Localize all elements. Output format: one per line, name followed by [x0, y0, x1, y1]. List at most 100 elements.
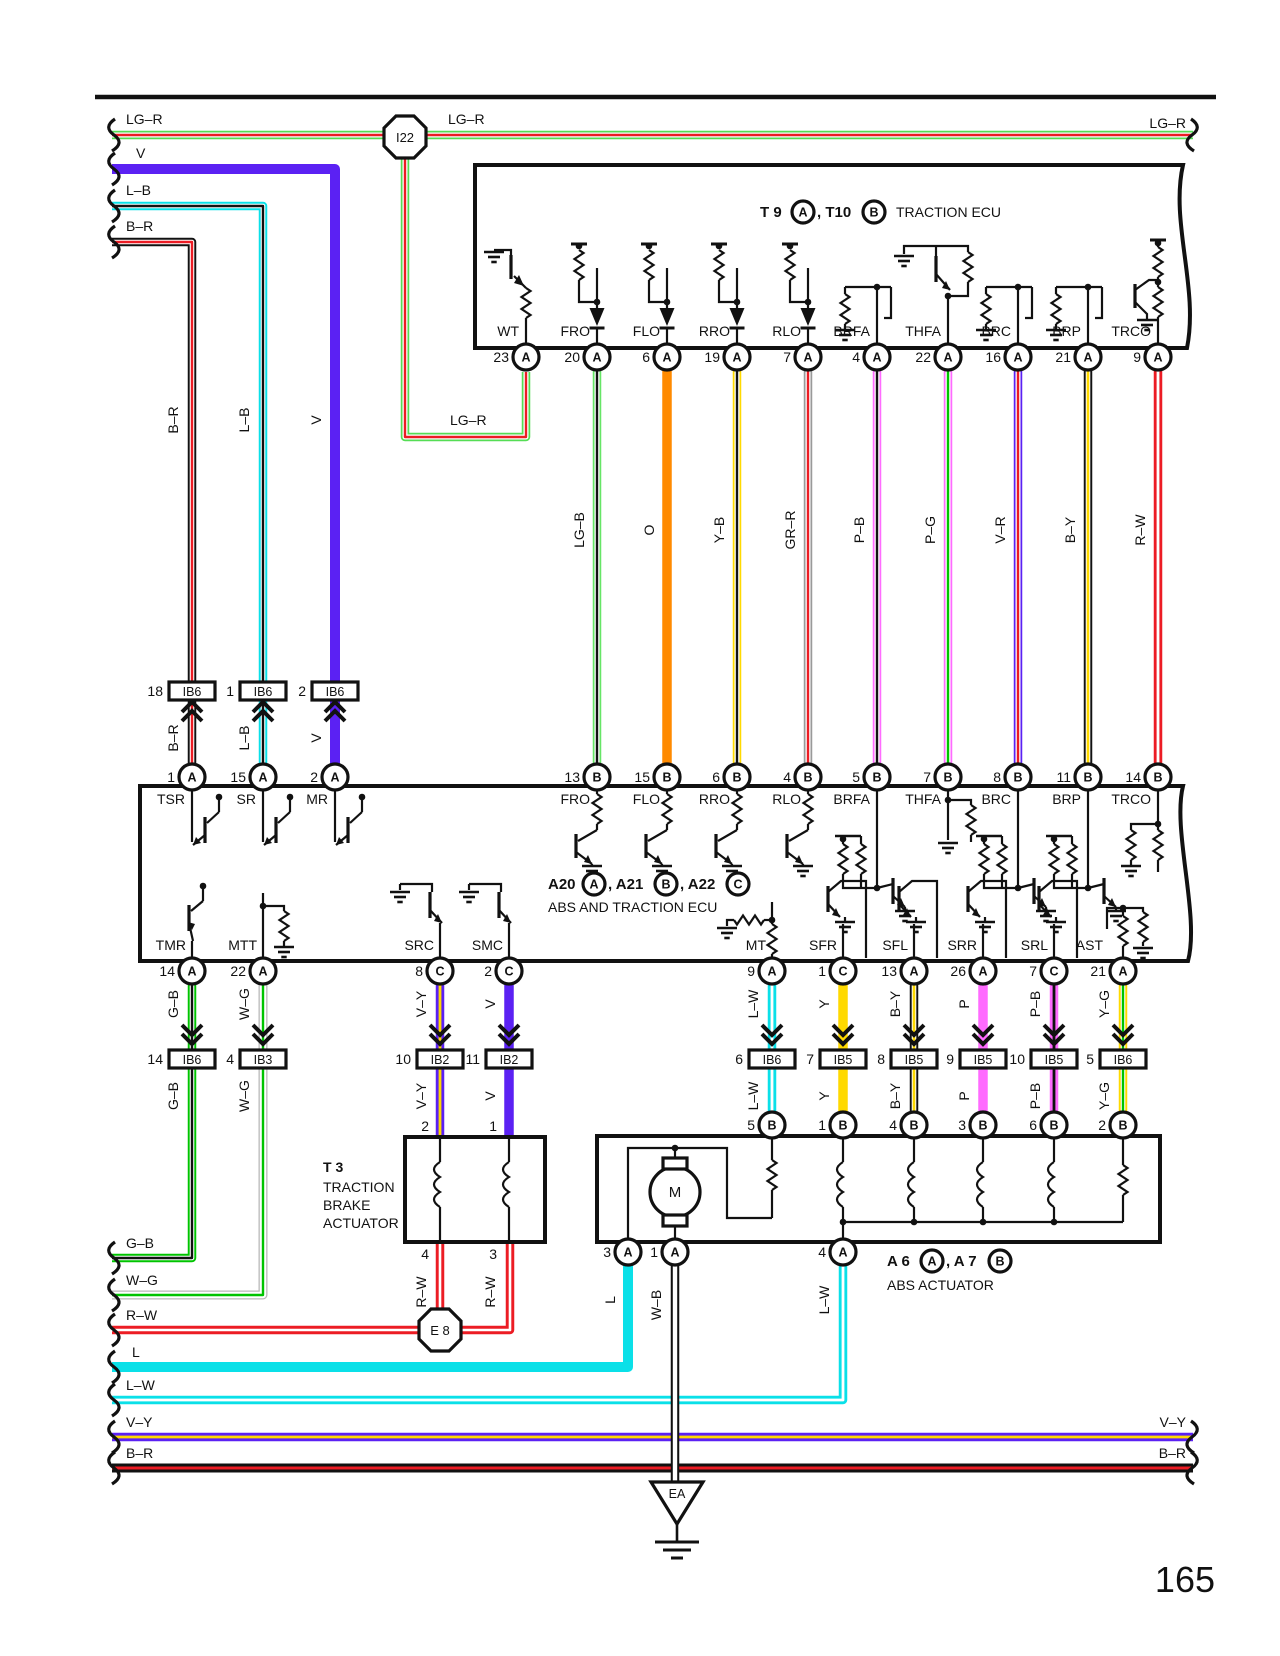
pin-number: 16	[985, 349, 1001, 365]
pin-number: 13	[881, 963, 897, 979]
pin-letter: B	[1013, 771, 1022, 785]
wire-label: B–R	[165, 724, 181, 751]
pin-letter: B	[1083, 771, 1092, 785]
connector-id: IB2	[500, 1053, 519, 1067]
wire-label: L–W	[745, 989, 761, 1019]
wire-label: Y–G	[1096, 1082, 1112, 1110]
wire-label: G–B	[126, 1235, 154, 1251]
lower-wire-labels: G–B W–G V–Y V L–W Y B–Y P P–B Y–G 14 4 1…	[147, 988, 1132, 1112]
wire-label: B–Y	[887, 1082, 903, 1109]
pin-number: 4	[818, 1244, 826, 1260]
wire-label: L–B	[236, 726, 252, 751]
lower-ecu-b-pins: 13 15 6 4 5 7 8 11 14 B B B B B B B B B …	[560, 762, 1173, 807]
pin-number: 9	[747, 963, 755, 979]
connector-number: 7	[806, 1051, 814, 1067]
wire-label: V–Y	[413, 1082, 429, 1109]
lower-ecu-bottom-pins: TMR MTT SRC SMC MT SFR SFL SRR SRL AST 1…	[156, 937, 1138, 986]
mid-wires	[597, 368, 1158, 766]
ecu-id-a22: , A22	[680, 876, 715, 893]
pin-letter: A	[1083, 351, 1092, 365]
pin-letter: A	[258, 771, 267, 785]
pin-number: 26	[950, 963, 966, 979]
lower-ecu-title: A20 A , A21 B , A22 C ABS AND TRACTION E…	[548, 871, 751, 915]
wire-label: Y	[816, 1091, 832, 1101]
pin-name: SR	[237, 791, 256, 807]
pin-name: FRO	[560, 791, 590, 807]
pin-number: 2	[1098, 1117, 1106, 1133]
connector-id: IB3	[254, 1053, 273, 1067]
pin-number: 2	[310, 769, 318, 785]
pin-letter: A	[1118, 965, 1127, 979]
pin-letter: A	[909, 965, 918, 979]
pin-letter: A	[662, 351, 671, 365]
pin-number: 15	[230, 769, 246, 785]
pin-number: 1	[818, 1117, 826, 1133]
wire-label: GR–R	[782, 511, 798, 550]
wire-label: Y–G	[1096, 990, 1112, 1018]
pin-name: RLO	[772, 323, 801, 339]
wire-label: V–Y	[413, 990, 429, 1017]
pin-number: 7	[783, 349, 791, 365]
pin-name: RRO	[699, 323, 730, 339]
ground-ea-label: EA	[669, 1487, 686, 1501]
t3-labels: T 3 TRACTION BRAKE ACTUATOR 2 1 4 3 R–W …	[323, 1118, 498, 1308]
pin-number: 15	[634, 769, 650, 785]
pin-letter: B	[1153, 771, 1162, 785]
wire-label: L–W	[126, 1377, 156, 1393]
box-id: T 3	[323, 1159, 343, 1175]
pin-name: MTT	[228, 937, 257, 953]
pin-letter: A	[978, 965, 987, 979]
wire-label: L–W	[816, 1285, 832, 1315]
wire-label: V	[308, 415, 324, 425]
box-name: BRAKE	[323, 1197, 370, 1213]
pin-name: BRP	[1052, 791, 1081, 807]
wire-label: W–G	[236, 1080, 252, 1112]
pin-name: TMR	[156, 937, 186, 953]
pin-letter: A	[803, 351, 812, 365]
pin-number: 5	[747, 1117, 755, 1133]
wire-v-feed	[112, 169, 335, 766]
pin-name: SFR	[809, 937, 837, 953]
pin-name: RRO	[699, 791, 730, 807]
mid-wire-labels: LG–B O Y–B GR–R P–B P–G V–R B–Y R–W	[571, 511, 1148, 550]
traction-ecu-pins: WT FRO FLO RRO RLO BRFA THFA BRC BRP TRC…	[493, 323, 1173, 372]
pin-name: BRFA	[833, 791, 870, 807]
pin-number: 1	[650, 1244, 658, 1260]
connector-i22-label: I22	[396, 130, 414, 145]
pin-letter: A	[732, 351, 741, 365]
connector-id: IB6	[763, 1053, 782, 1067]
connector-id: IB6	[183, 685, 202, 699]
wire-label: L	[132, 1344, 140, 1360]
wire-label: W–B	[648, 1290, 664, 1320]
connector-id: IB5	[905, 1053, 924, 1067]
pin-number: 22	[915, 349, 931, 365]
pin-number: 1	[818, 963, 826, 979]
pin-name: FLO	[633, 323, 660, 339]
wire-label: P–B	[1027, 991, 1043, 1017]
pin-letter: B	[767, 1119, 776, 1133]
traction-brake-actuator-box	[403, 1135, 547, 1244]
pin-number: 21	[1055, 349, 1071, 365]
t3-coils	[432, 1137, 512, 1242]
pin-number: 8	[993, 769, 1001, 785]
pin-number: 5	[852, 769, 860, 785]
connector-number: 6	[735, 1051, 743, 1067]
ib-row-upper	[167, 680, 360, 723]
connector-number: 14	[147, 1051, 163, 1067]
connector-id: IB5	[1045, 1053, 1064, 1067]
pin-letter: A	[1013, 351, 1022, 365]
pin-number: 6	[712, 769, 720, 785]
pin-number: 3	[958, 1117, 966, 1133]
pin-number: 19	[704, 349, 720, 365]
bottom-wires	[112, 1242, 1193, 1484]
pin-name: SRL	[1021, 937, 1048, 953]
pin-number: 22	[230, 963, 246, 979]
wire-label: B–R	[165, 406, 181, 433]
pin-number: 2	[421, 1118, 429, 1134]
wire-label: LG–R	[450, 412, 487, 428]
wire-label: P–B	[1027, 1083, 1043, 1109]
wire-label: B–R	[126, 218, 153, 234]
wire-label: W–G	[126, 1272, 158, 1288]
pin-name: SMC	[472, 937, 503, 953]
pin-number: 14	[1125, 769, 1141, 785]
